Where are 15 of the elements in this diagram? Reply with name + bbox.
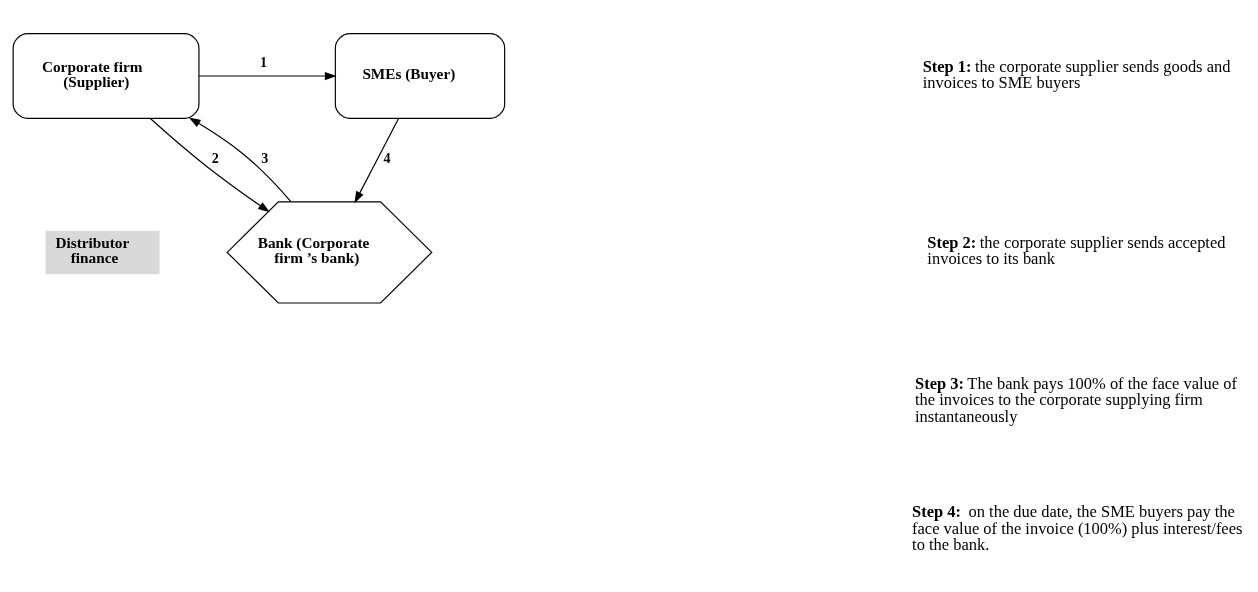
arrow [149,117,270,212]
edge-label: 2 [211,149,219,166]
label: Step 2: the corporate supplier sends accepted invoices to its bank [927,232,1226,268]
node-box: SMEs (Buyer) [334,32,506,119]
arrow [354,117,400,203]
arrow [188,117,292,202]
node-box: Distributor finance [45,230,160,274]
label: Step 3: The bank pays 100% of the face value of the invoices to the corporate supplying firm instantaneously [915,373,1237,426]
edge-label: 1 [260,53,268,70]
label: Step 4: on the due date, the SME buyers pay the face value of the invoice (100%) plus interest/fees to the bank. [912,501,1243,554]
node-box: Corporate firm (Supplier) [12,32,200,119]
edge-label: 3 [261,149,269,166]
label: Step 1: the corporate supplier sends goods and invoices to SME buyers [922,56,1231,92]
arrow [198,71,337,80]
edge-label: 4 [383,149,391,166]
